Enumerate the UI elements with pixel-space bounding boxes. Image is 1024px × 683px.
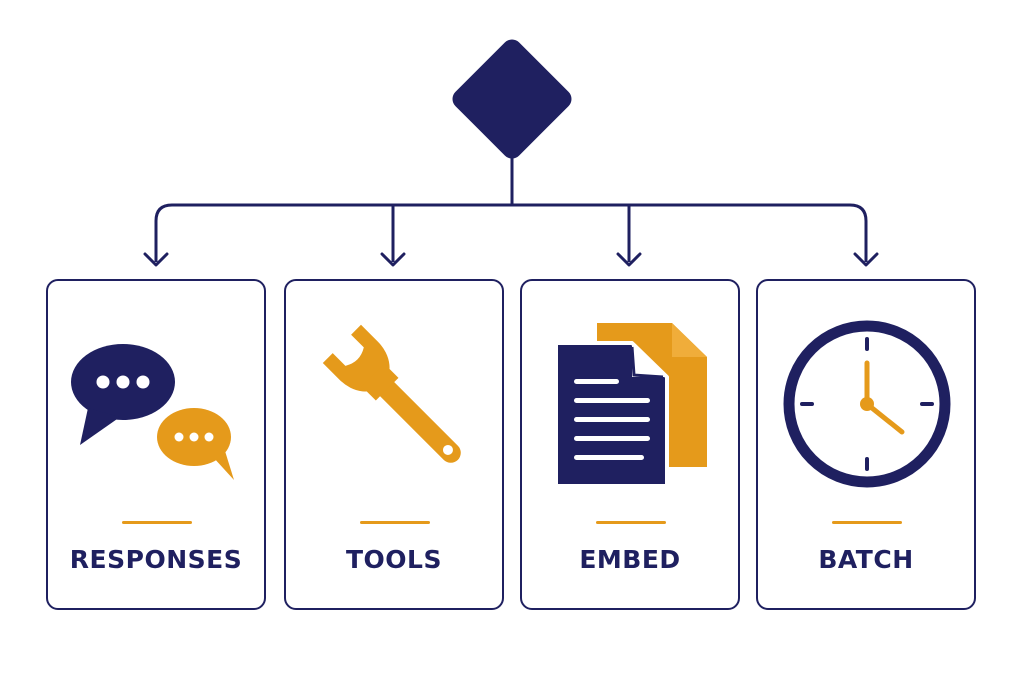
arrowhead-embed <box>616 252 642 267</box>
card-label-tools: TOOLS <box>346 545 442 574</box>
decision-diamond-icon <box>452 39 572 159</box>
chat-bubbles-icon <box>71 344 236 480</box>
card-divider <box>122 521 192 524</box>
wrench-icon <box>322 324 461 463</box>
card-label-responses: RESPONSES <box>69 545 243 574</box>
arrowhead-responses <box>143 252 169 267</box>
clock-icon <box>783 320 951 488</box>
card-divider <box>360 521 430 524</box>
branch-bar <box>154 203 868 262</box>
card-divider <box>832 521 902 524</box>
card-label-embed: EMBED <box>579 545 681 574</box>
documents-icon <box>554 323 707 488</box>
card-responses: RESPONSES <box>46 279 266 610</box>
card-label-batch: BATCH <box>818 545 914 574</box>
arrowhead-batch <box>853 252 879 267</box>
card-embed: EMBED <box>520 279 740 610</box>
card-divider <box>596 521 666 524</box>
arrowhead-tools <box>380 252 406 267</box>
card-batch: BATCH <box>756 279 976 610</box>
card-tools: TOOLS <box>284 279 504 610</box>
